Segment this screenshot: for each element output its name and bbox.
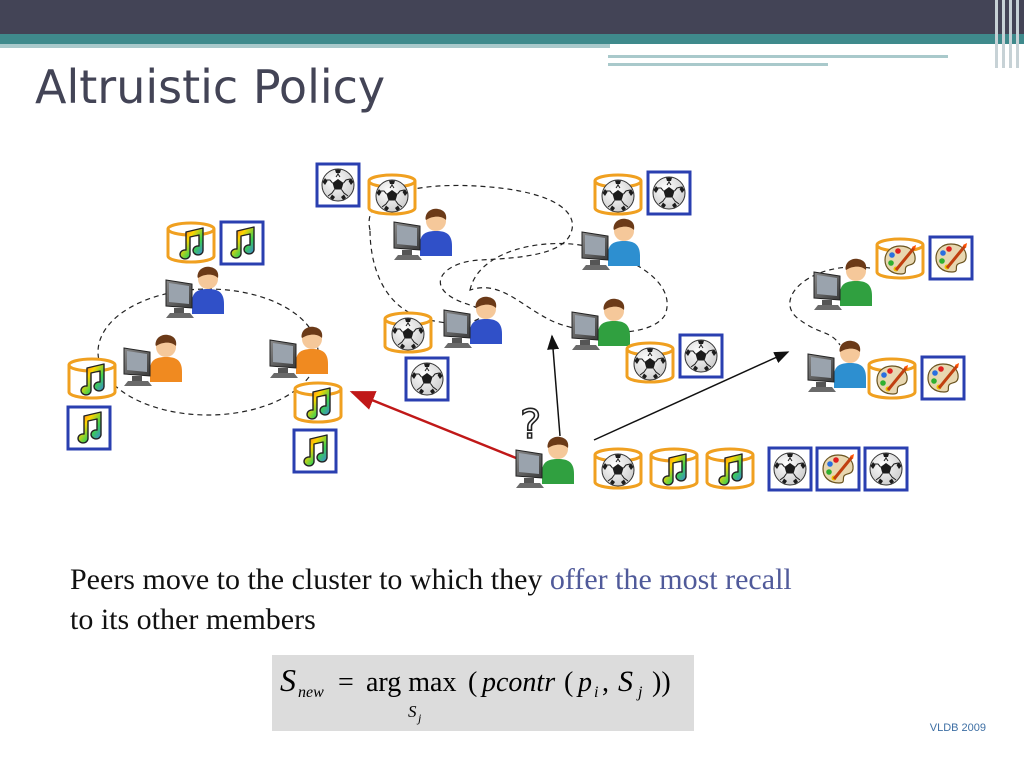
box-query: [404, 356, 450, 402]
formula-open-paren: (: [468, 667, 477, 698]
peer: [443, 296, 503, 349]
formula-box: S new = arg max S j ( pcontr ( p i , S j…: [272, 655, 694, 731]
soccer-ball-icon: [391, 317, 425, 351]
cylinder-document: [367, 173, 417, 216]
art-cluster-outline: [789, 266, 871, 346]
formula-p-sub: i: [594, 684, 598, 701]
cylinder-document: [649, 447, 699, 490]
formula-s-sub: j: [636, 684, 643, 701]
box-query: [678, 333, 724, 379]
peer: [269, 326, 329, 379]
chosen-move-arrow: [349, 390, 517, 460]
soccer-ball-icon: [321, 168, 355, 202]
cylinder-document: [293, 381, 343, 424]
caption-text-line2: to its other members: [70, 603, 316, 636]
soccer-ball-icon: [773, 452, 807, 486]
deco-stripe: [1016, 0, 1019, 68]
alt-move-arrow: [593, 351, 790, 441]
music-cluster: [66, 220, 343, 474]
peer: [393, 208, 453, 261]
cylinder-document: [875, 237, 925, 280]
cylinder-document: [67, 357, 117, 400]
formula-argmax-sub: S: [408, 702, 417, 721]
peer: [581, 218, 641, 271]
caption-highlight: offer the most recall: [549, 563, 792, 596]
art-cluster: [807, 235, 974, 401]
slide-caption: Peers move to the cluster to which they …: [70, 560, 792, 640]
deco-stripe: [1002, 0, 1005, 68]
peer: [813, 258, 873, 311]
peer: [571, 298, 631, 351]
box-query: [646, 170, 692, 216]
question-mark: ?: [520, 402, 541, 448]
box-query: [815, 446, 861, 492]
soccer-ball-icon: [652, 176, 686, 210]
alt-move-arrow: [547, 334, 561, 437]
formula-equals: =: [338, 667, 354, 698]
soccer-ball-icon: [684, 339, 718, 373]
teal-accent-bar: [0, 34, 1024, 44]
box-query: [863, 446, 909, 492]
formula-p: p: [576, 667, 592, 698]
box-query: [920, 355, 966, 401]
peer: [123, 334, 183, 387]
formula-s: S: [618, 665, 633, 698]
soccer-ball-icon: [601, 453, 635, 487]
deco-stripe: [995, 0, 998, 68]
deco-stripe: [1009, 0, 1012, 68]
top-bar: [0, 0, 1024, 34]
box-query: [219, 220, 265, 266]
cylinder-document: [383, 311, 433, 354]
cylinder-document: [593, 447, 643, 490]
box-query: [767, 446, 813, 492]
soccer-ball-icon: [633, 347, 667, 381]
formula-arg-open: (: [564, 667, 573, 698]
soccer-ball-icon: [869, 452, 903, 486]
soccer-cluster: [315, 162, 724, 402]
box-query: [928, 235, 974, 281]
deco-line: [608, 63, 828, 66]
formula-lhs: S: [280, 662, 296, 698]
box-query: [66, 405, 112, 451]
formula-argmax: arg max: [366, 667, 456, 698]
soccer-ball-icon: [410, 362, 444, 396]
formula-comma: ,: [602, 667, 609, 698]
migrating-peer-group: ?: [515, 401, 909, 492]
footer-label: VLDB 2009: [929, 722, 986, 734]
peer: [807, 340, 867, 393]
box-query: [315, 162, 361, 208]
cylinder-document: [593, 173, 643, 216]
cylinder-document: [625, 341, 675, 384]
deco-line: [608, 55, 948, 58]
formula-function: pcontr: [480, 667, 555, 698]
light-accent-bar: [0, 44, 610, 48]
formula-close: )): [652, 667, 671, 698]
cylinder-document: [705, 447, 755, 490]
soccer-ball-icon: [601, 179, 635, 213]
box-query: [292, 428, 338, 474]
formula-lhs-sub: new: [298, 684, 324, 701]
formula: S new = arg max S j ( pcontr ( p i , S j…: [280, 662, 671, 725]
cylinder-document: [166, 221, 216, 264]
peer: [165, 266, 225, 319]
soccer-ball-icon: [375, 179, 409, 213]
cylinder-document: [867, 357, 917, 400]
caption-text: Peers move to the cluster to which they: [70, 563, 550, 596]
soccer-cluster-outline-2: [469, 242, 668, 334]
slide-title: Altruistic Policy: [35, 60, 386, 114]
formula-argmax-sub-sub: j: [416, 711, 422, 725]
